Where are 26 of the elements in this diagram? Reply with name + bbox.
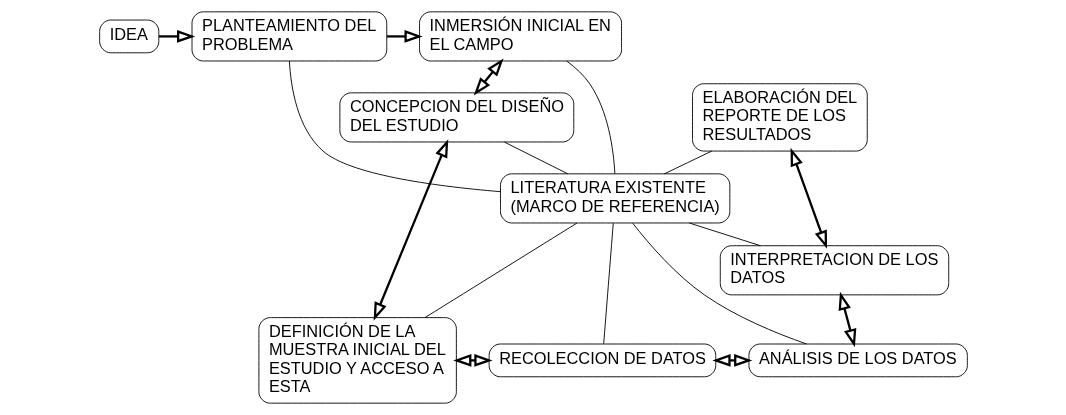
- connector: [602, 222, 614, 345]
- node-box: PLANTEAMIENTO DEL PROBLEMA: [191, 11, 387, 62]
- arrow: [452, 354, 493, 367]
- connector: [424, 222, 577, 318]
- arrow: [838, 291, 856, 348]
- arrow: [473, 58, 504, 96]
- arrow: [158, 30, 195, 43]
- connector: [631, 222, 807, 345]
- node-box: INMERSIÓN INICIAL EN EL CAMPO: [418, 11, 622, 62]
- arrow: [386, 30, 423, 43]
- connector: [663, 150, 712, 175]
- node-box: RECOLECCION DE DATOS: [488, 343, 716, 378]
- node-box: DEFINICIÓN DE LA MUESTRA INICIAL DEL ESTUDIO Y ACCESO A ESTA: [257, 317, 457, 404]
- node-box: IDEA: [98, 19, 159, 54]
- connector: [288, 60, 501, 193]
- connector: [503, 141, 568, 175]
- node-box: LITERATURA EXISTENTE (MARCO DE REFERENCIA): [499, 173, 730, 224]
- node-box: CONCEPCION DEL DISEÑO DEL ESTUDIO: [338, 92, 574, 143]
- node-box: ANÁLISIS DE LOS DATOS: [748, 343, 968, 378]
- arrow: [373, 139, 448, 321]
- arrow: [790, 147, 827, 249]
- node-box: INTERPRETACION DE LOS DATOS: [719, 245, 949, 296]
- connector: [565, 60, 615, 175]
- arrow: [711, 354, 752, 367]
- node-box: ELABORACIÓN DEL REPORTE DE LOS RESULTADOS: [691, 83, 868, 152]
- connector: [688, 222, 761, 247]
